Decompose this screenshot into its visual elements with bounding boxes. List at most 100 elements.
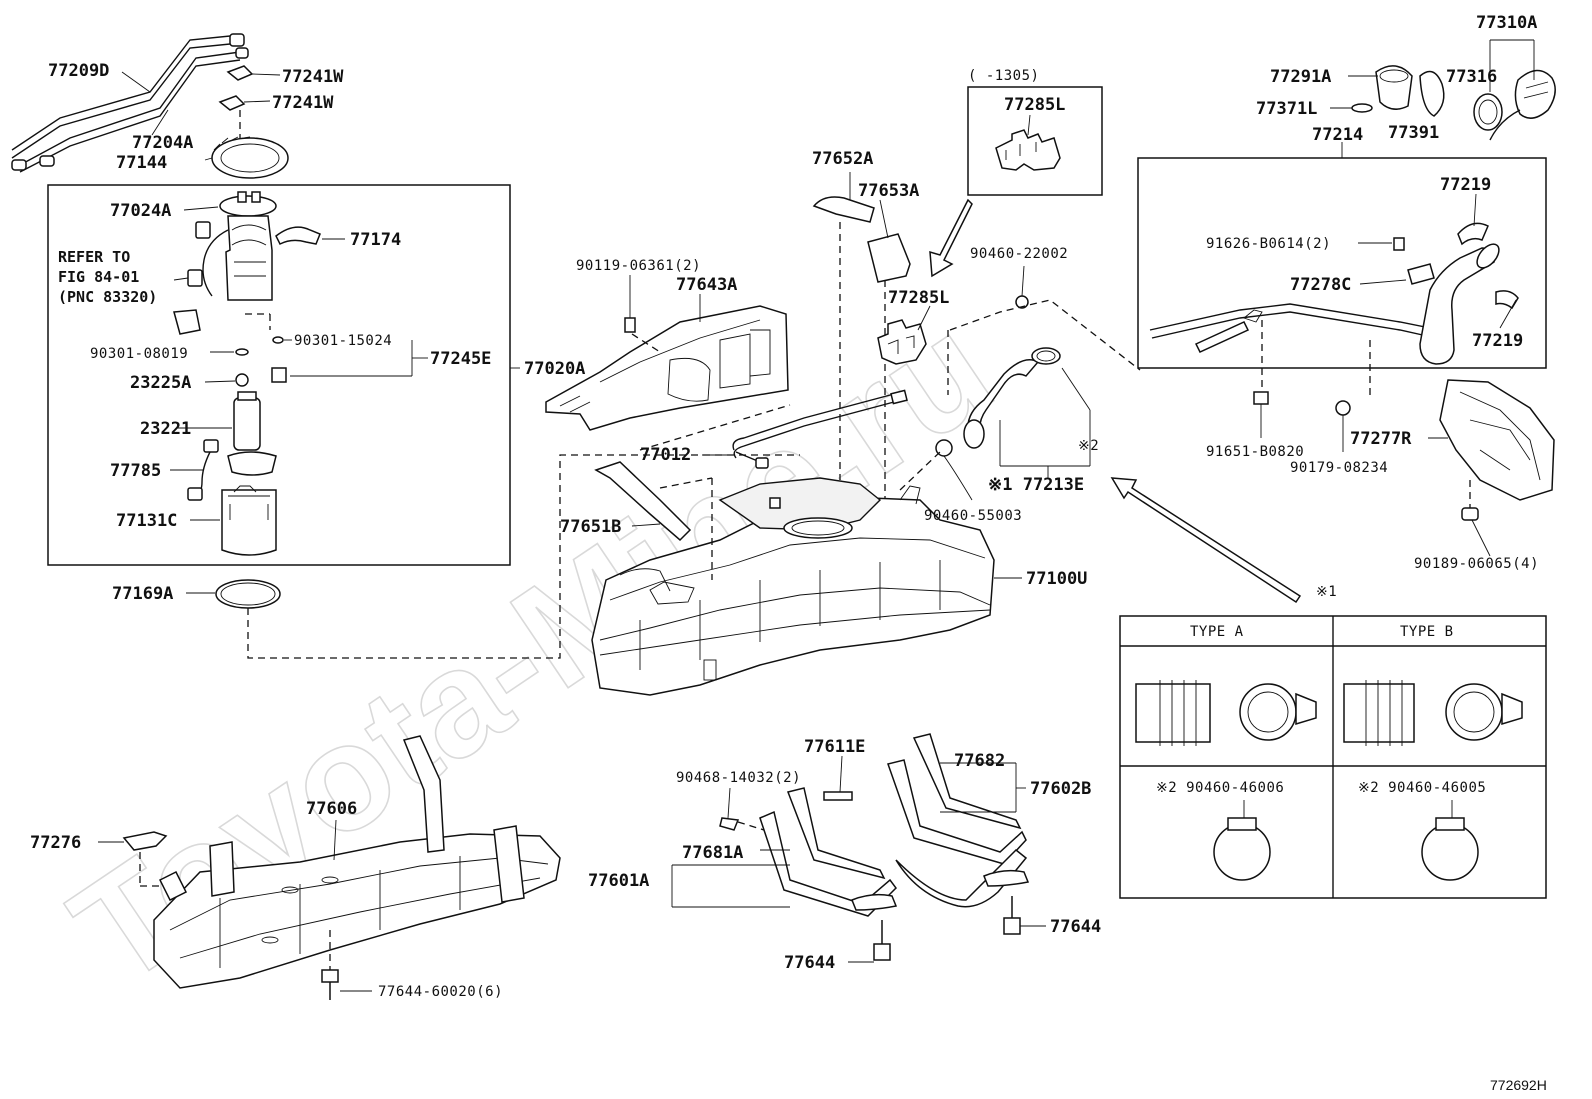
label-77606: 77606	[306, 799, 357, 819]
label-77209d: 77209D	[48, 61, 109, 81]
arrow-from-type-table	[1110, 477, 1302, 604]
heat-insulator-77643a	[545, 305, 789, 431]
label-77131c: 77131C	[116, 511, 177, 531]
filler-pipe	[1149, 243, 1500, 365]
label-23221: 23221	[140, 419, 191, 439]
label-77024a: 77024A	[110, 201, 171, 221]
clamp-77285l	[877, 319, 927, 365]
bolt-77644-right	[1003, 896, 1021, 935]
cap-ring-77316	[1473, 93, 1503, 131]
label-90301-08019: 90301-08019	[90, 346, 188, 362]
bolt-90119-06361	[624, 317, 636, 333]
label-77371l: 77371L	[1256, 99, 1317, 119]
diagram-id: 772692H	[1490, 1077, 1547, 1093]
label-mark2: ※2	[1078, 438, 1099, 454]
filler-hose-77213e	[963, 347, 1061, 449]
label-77644-right: 77644	[1050, 917, 1101, 937]
clip-77278c	[1407, 263, 1435, 285]
label-77310a: 77310A	[1476, 13, 1537, 33]
label-90179-08234: 90179-08234	[1290, 460, 1388, 476]
label-77681a: 77681A	[682, 843, 743, 863]
clip-90468-14032	[719, 817, 740, 831]
bolt-77644-60020	[321, 969, 339, 1000]
variant-box-77285l	[967, 86, 1103, 196]
pump-flange	[219, 191, 277, 217]
note-1305: ( -1305)	[968, 68, 1039, 84]
fuel-cap-77310a	[1489, 69, 1556, 141]
label-77316: 77316	[1446, 67, 1497, 87]
label-77100u: 77100U	[1026, 569, 1087, 589]
label-clamp-90460-46006: ※2 90460-46006	[1156, 780, 1284, 796]
bolt-77644-left	[873, 920, 891, 961]
band-77602b	[887, 733, 1030, 908]
fuel-pump-23221	[227, 391, 277, 476]
label-clamp-90460-46005: ※2 90460-46005	[1358, 780, 1486, 796]
bolt-91626-b0614	[1393, 237, 1405, 251]
label-77174: 77174	[350, 230, 401, 250]
label-77245e: 77245E	[430, 349, 491, 369]
label-77643a: 77643A	[676, 275, 737, 295]
label-77020a: 77020A	[524, 359, 585, 379]
label-77653a: 77653A	[858, 181, 919, 201]
band-77601a	[759, 787, 898, 917]
retainer-ring	[211, 136, 289, 179]
label-90468-14032: 90468-14032(2)	[676, 770, 801, 786]
gasket-77371l	[1351, 103, 1373, 113]
label-77219-upper: 77219	[1440, 175, 1491, 195]
label-77204a: 77204A	[132, 133, 193, 153]
label-91626-b0614: 91626-B0614(2)	[1206, 236, 1331, 252]
arrow-to-tank	[929, 198, 973, 278]
label-90460-22002: 90460-22002	[970, 246, 1068, 262]
gasket-77169a	[215, 579, 281, 609]
label-90119-06361: 90119-06361(2)	[576, 258, 701, 274]
type-a-header: TYPE A	[1190, 624, 1244, 640]
label-77652a: 77652A	[812, 149, 873, 169]
o-ring-90301-08019	[235, 348, 249, 356]
label-77276: 77276	[30, 833, 81, 853]
label-77602b: 77602B	[1030, 779, 1091, 799]
skid-plate-77606	[153, 735, 561, 989]
label-77291a: 77291A	[1270, 67, 1331, 87]
clip-77241w-lower	[218, 95, 246, 111]
label-77213e: ※1 77213E	[988, 475, 1084, 495]
label-23225a: 23225A	[130, 373, 191, 393]
label-77644-60020: 77644-60020(6)	[378, 984, 503, 1000]
label-77682: 77682	[954, 751, 1005, 771]
label-77012: 77012	[640, 445, 691, 465]
label-77277r: 77277R	[1350, 429, 1412, 449]
fuel-tube-assembly	[11, 33, 249, 173]
label-77241w-lower: 77241W	[272, 93, 334, 113]
fuel-tank-77100u	[591, 477, 995, 696]
label-77219-lower: 77219	[1472, 331, 1523, 351]
label-77391: 77391	[1388, 123, 1439, 143]
band-77651b	[594, 461, 692, 542]
label-77214: 77214	[1312, 125, 1363, 145]
bracket-77174	[275, 226, 321, 246]
label-77285l: 77285L	[888, 288, 949, 308]
label-77644-left: 77644	[784, 953, 835, 973]
label-77601a: 77601A	[588, 871, 649, 891]
filler-neck-77291a	[1375, 65, 1413, 110]
pressure-regulator	[271, 367, 287, 383]
label-77651b: 77651B	[560, 517, 621, 537]
pad-77652a	[812, 196, 875, 223]
label-77285l-variant: 77285L	[1004, 95, 1065, 115]
label-refer-pnc: (PNC 83320)	[58, 288, 157, 306]
ring-77391	[1419, 70, 1445, 117]
clamp-77285l-variant	[995, 129, 1061, 171]
wire-harness-77785	[187, 439, 219, 501]
label-mark1: ※1	[1316, 584, 1337, 600]
protector-77277r	[1439, 379, 1555, 501]
nut-90179-08234	[1335, 400, 1351, 416]
clip-77241w-upper	[226, 65, 254, 81]
clip-77219-lower	[1495, 290, 1519, 310]
screw-90189-06065	[1461, 507, 1479, 521]
label-90460-55003: 90460-55003	[924, 508, 1022, 524]
type-table	[1119, 615, 1547, 899]
label-refer-to: REFER TO	[58, 248, 130, 266]
fuel-pump-assembly-box	[47, 184, 511, 566]
label-90301-15024: 90301-15024	[294, 333, 392, 349]
pad-77653a	[867, 233, 911, 283]
